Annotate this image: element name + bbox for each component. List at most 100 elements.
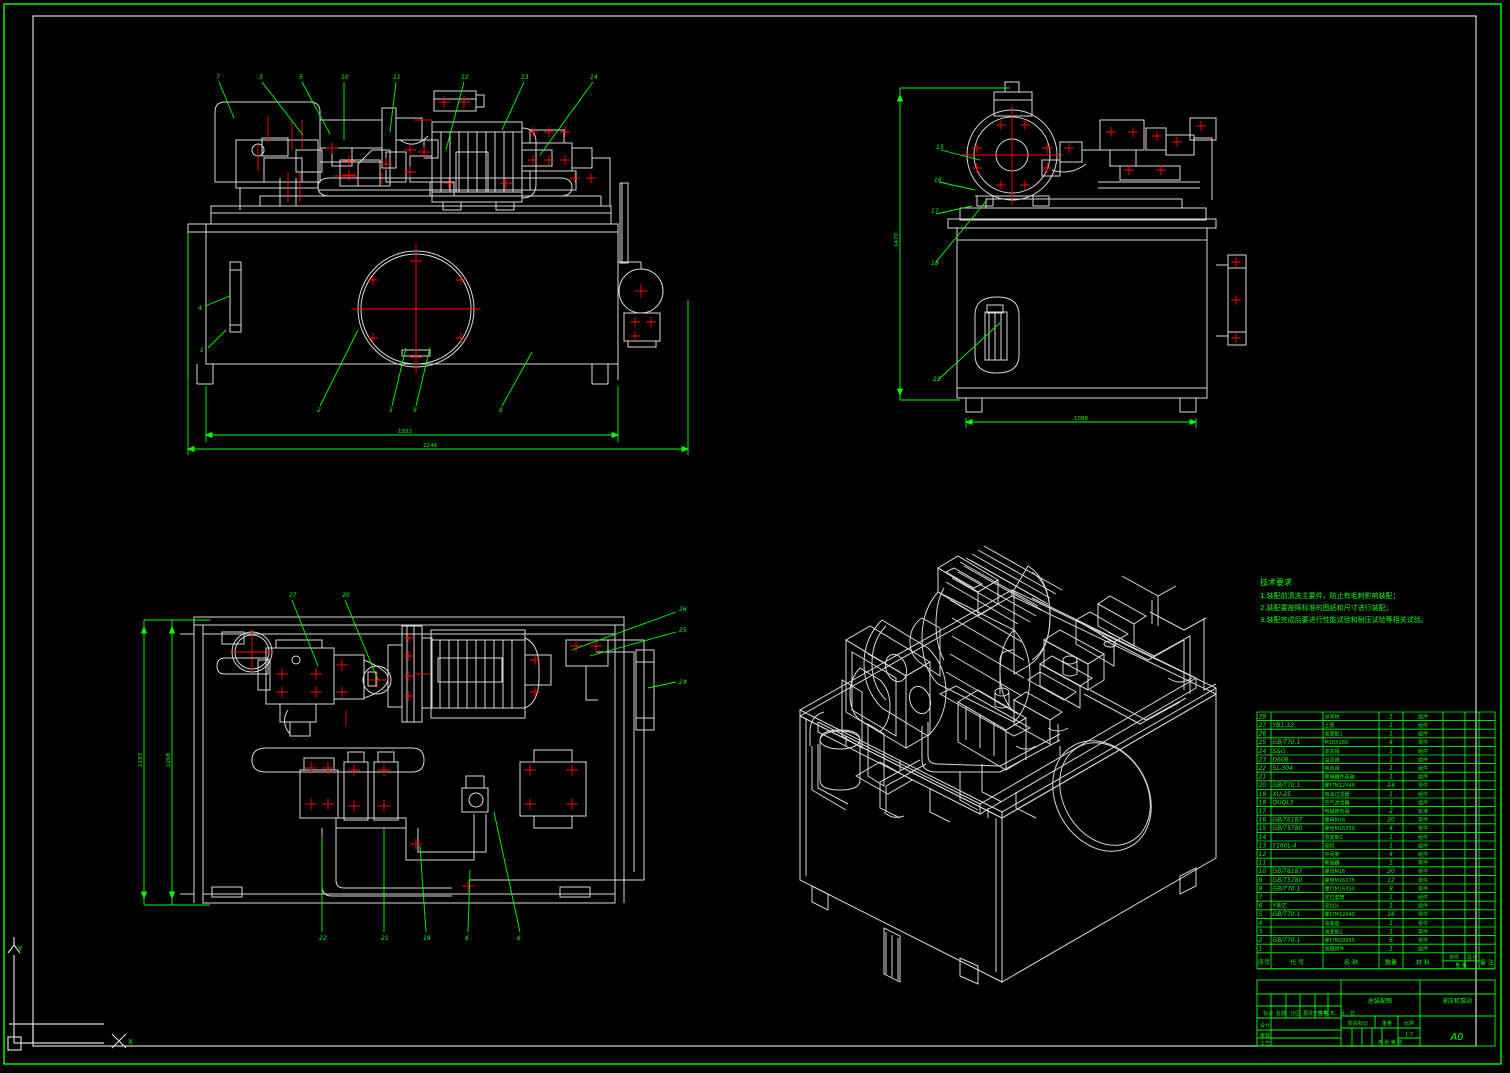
table-cell: 9 [1259,877,1263,884]
table-cell: 螺母M16 [1325,817,1346,824]
table-cell: 空气滤清器 [1325,799,1350,806]
table-cell: 材 料 [1416,958,1430,966]
table-cell: GB/T70.1 [1273,739,1301,746]
ucs-y-label: Y [17,945,23,953]
table-cell: 溢流阀 [1325,756,1340,763]
pump-plan [216,639,403,737]
table-cell: 10 [1259,868,1267,875]
sheet-size: A0 [1450,1032,1464,1043]
table-cell: 1 [1389,946,1393,953]
balloon-top-26: 26 [679,606,687,613]
table-cell: GB/T70.1 [1273,937,1301,944]
table-cell: YB1-32 [1273,722,1295,729]
stage-label: 阶段标记 [1348,1020,1368,1027]
table-cell: 零件 [1418,937,1428,944]
table-cell: 18 [1259,799,1267,806]
table-cell: 螺钉M12X40 [1325,782,1355,789]
view-isometric[interactable] [798,545,1218,985]
front-dim-1: 1932 [398,429,412,435]
table-cell: 重 量 [1455,962,1467,969]
table-cell: 换向阀 [1325,765,1340,772]
table-cell: 组件 [1418,791,1428,798]
balloon-top-27: 27 [289,592,297,599]
table-cell: 备 注 [1480,958,1494,966]
table-cell: 20 [1387,868,1395,875]
view-top-plan[interactable]: 1193 1268 27 20 26 25 24 22 21 19 6 6 [138,592,687,942]
table-cell: 零件 [1418,868,1428,875]
table-cell: 土泵 [1325,722,1335,729]
table-cell: 28 [1259,713,1267,720]
table-cell: 电机 [1325,842,1335,849]
balloon-side-23: 23 [933,376,941,383]
table-cell: 17 [1259,808,1267,815]
tb-row-process: 工艺 [1260,1041,1270,1047]
table-cell: GB/T70.1 [1273,885,1301,892]
table-cell: 16 [1259,817,1267,824]
table-cell: 数量 [1385,958,1397,966]
title-block[interactable]: 总装配图 液压机泵站 阶段标记 重量 比例 1:7 A0 共 张 第 张 标记 … [1256,979,1496,1047]
balloon-front-4: 4 [198,305,202,312]
table-cell: 组件 [1418,851,1428,858]
table-cell: 19 [1259,791,1267,798]
table-cell: 1 [1389,834,1393,841]
side-dim-horizontal: 1088 [1074,416,1088,422]
table-cell: 15 [1259,825,1267,832]
motor-plan [401,625,552,723]
table-cell: 12 [1259,851,1267,858]
table-cell: 1 [1389,842,1393,849]
table-cell: 1 [1389,799,1393,806]
tb-col-3: 分区 [1290,1010,1300,1017]
table-cell: 1 [1389,765,1393,772]
table-cell: 24 [1259,748,1267,755]
table-cell: 2 [1389,808,1393,815]
left-valve-iso [809,625,931,811]
table-cell: 电磁换向阀 [1325,808,1350,815]
table-cell: 23 [1259,756,1267,763]
table-cell: GB/T5780 [1273,825,1303,832]
view-side-elevation[interactable]: 1470 1088 15 16 17 18 23 [894,81,1247,428]
tb-col-2: 处数 [1276,1010,1286,1017]
table-cell: 组件 [1418,713,1428,720]
table-cell: Y160L-4 [1273,842,1297,849]
weight-label: 重量 [1382,1020,1392,1027]
balloon-front-10: 10 [341,74,349,81]
balloon-front-11: 11 [393,74,401,81]
table-cell: 零件 [1418,911,1428,918]
table-cell: 1 [1389,774,1393,781]
tb-row-review: 审核 [1260,1032,1270,1039]
table-cell: 零件 [1418,817,1428,824]
table-cell: GB/T70.1 [1273,911,1301,918]
table-cell: 26 [1259,731,1267,738]
balloon-top-24: 24 [679,679,687,686]
table-cell: S&G [1273,748,1286,755]
table-cell: 组件 [1418,731,1428,738]
balloon-top-25: 25 [679,627,687,634]
side-dimensions [896,87,1198,428]
side-leaders [935,149,1001,380]
tb-col-6: 年、月、日 [1330,1010,1355,1017]
table-cell: 组件 [1418,756,1428,763]
scale-value: 1:7 [1405,1032,1413,1038]
table-cell: YWZ [1273,903,1288,910]
balloon-front-9: 9 [413,407,417,414]
tech-req-line-1: 1.装配前清洗主要件，防止有毛刺影响装配； [1260,591,1400,600]
top-leaders [291,599,677,933]
table-cell: 1 [1389,903,1393,910]
table-cell: 组件 [1418,765,1428,772]
side-dim-vertical: 1470 [894,233,900,247]
table-cell: 4 [1389,739,1393,746]
balloon-front-12: 12 [461,74,469,81]
table-cell: 螺钉M12X40 [1325,911,1355,918]
table-cell: 14 [1259,834,1267,841]
view-front-elevation[interactable]: 1932 2249 7 3 5 10 11 12 13 14 4 1 [186,74,690,455]
table-cell: 序号 [1258,958,1270,966]
balloon-side-15: 15 [936,144,944,151]
front-leaders [204,81,594,407]
table-cell: 油箱焊件 [1325,946,1345,953]
table-cell: 中间架 [1325,851,1340,858]
table-cell: 1 [1389,748,1393,755]
drawing-frame [32,15,1477,1047]
table-cell: 1 [1389,731,1393,738]
